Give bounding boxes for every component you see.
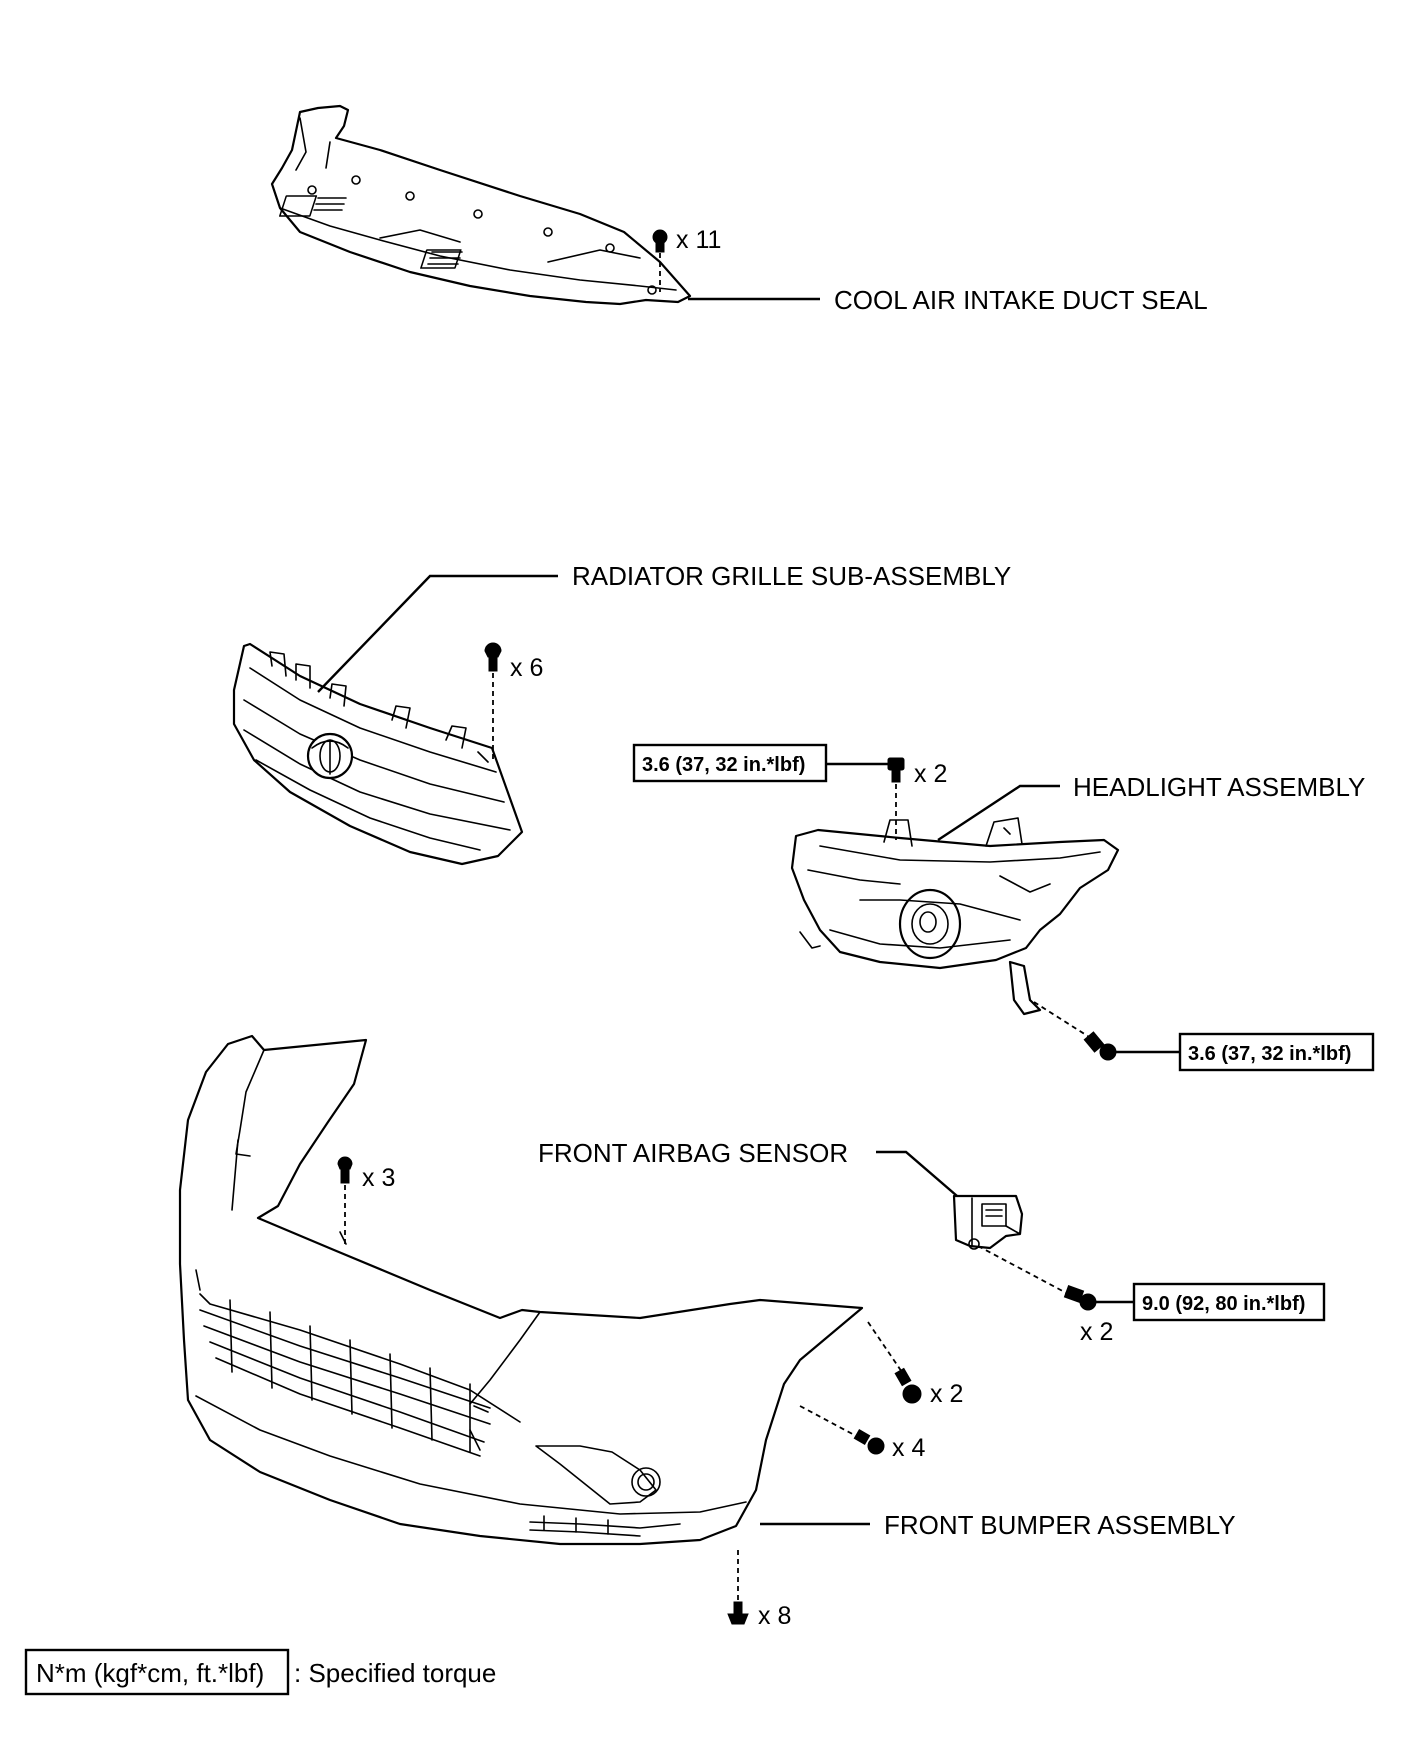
cool-air-duct-seal-label: COOL AIR INTAKE DUCT SEAL — [834, 285, 1208, 315]
bumper-side-screw-icon — [894, 1367, 922, 1404]
front-airbag-sensor-part — [952, 1194, 1024, 1250]
bumper-bottom-screw-qty: x 8 — [758, 1602, 791, 1630]
headlight-upper-bolt-icon — [887, 757, 905, 783]
airbag-sensor-bolt-icon — [1063, 1284, 1097, 1311]
bumper-top-clip-qty: x 3 — [362, 1164, 395, 1192]
radiator-grille-label: RADIATOR GRILLE SUB-ASSEMBLY — [572, 561, 1011, 591]
front-bumper-assembly-part — [178, 1034, 864, 1546]
legend-description: : Specified torque — [294, 1658, 496, 1688]
headlight-label: HEADLIGHT ASSEMBLY — [1073, 772, 1365, 802]
front-airbag-sensor-label: FRONT AIRBAG SENSOR — [538, 1138, 848, 1168]
radiator-grille-part — [232, 642, 524, 866]
cool-air-intake-duct-seal-part — [270, 104, 692, 306]
bumper-side-screw-qty: x 2 — [930, 1380, 963, 1408]
airbag-sensor-torque: 9.0 (92, 80 in.*lbf) — [1142, 1293, 1305, 1315]
duct-seal-clip-qty: x 11 — [676, 226, 721, 254]
headlight-upper-torque: 3.6 (37, 32 in.*lbf) — [642, 754, 805, 776]
grille-clip-qty: x 6 — [510, 654, 543, 682]
duct-seal-clip-icon — [652, 229, 668, 253]
front-bumper-label: FRONT BUMPER ASSEMBLY — [884, 1510, 1236, 1540]
headlight-bolt-qty: x 2 — [914, 760, 947, 788]
bumper-side-clip-icon — [853, 1428, 885, 1455]
airbag-sensor-bolt-qty: x 2 — [1080, 1318, 1113, 1346]
headlight-assembly-part — [790, 817, 1120, 1016]
headlight-lower-bolt-icon — [1083, 1031, 1117, 1061]
bumper-top-clip-icon — [337, 1156, 353, 1184]
headlight-lower-torque: 3.6 (37, 32 in.*lbf) — [1188, 1043, 1351, 1065]
legend-box-text: N*m (kgf*cm, ft.*lbf) — [36, 1658, 264, 1688]
bumper-bottom-screw-icon — [727, 1601, 749, 1625]
grille-clip-icon — [484, 642, 502, 672]
torque-legend: N*m (kgf*cm, ft.*lbf) : Specified torque — [24, 1648, 496, 1696]
bumper-side-clip-qty: x 4 — [892, 1434, 925, 1462]
